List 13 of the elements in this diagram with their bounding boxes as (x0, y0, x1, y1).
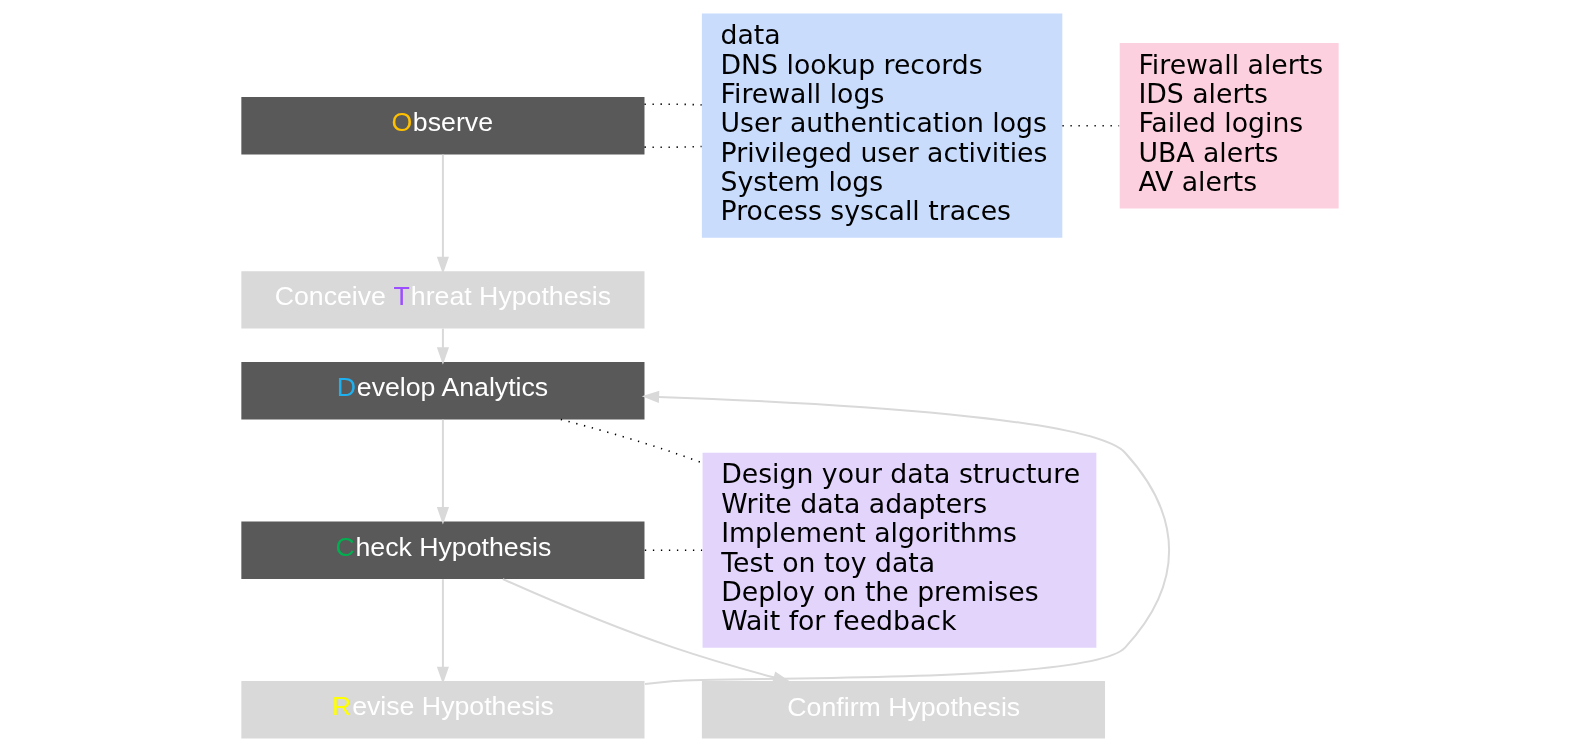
arrow (436, 418, 449, 525)
node-box: Check Hypothesis (240, 521, 644, 579)
connector (559, 418, 703, 464)
arrow (436, 327, 449, 365)
node-box: Develop Analytics (240, 362, 644, 420)
connector (643, 145, 702, 149)
node-box: data DNS lookup records Firewall logs User authentication logs Privileged user activities System logs Process syscall traces (701, 13, 1062, 238)
connector (643, 103, 702, 106)
node-box: Observe (240, 97, 644, 155)
arrow (436, 153, 449, 275)
node-box: Design your data structure Write data adapters Implement algorithms Test on toy data Deploy on the premises Wait for feedback (702, 452, 1096, 648)
arrow (436, 578, 449, 684)
node-box: Firewall alerts IDS alerts Failed logins UBA alerts AV alerts (1119, 42, 1339, 209)
